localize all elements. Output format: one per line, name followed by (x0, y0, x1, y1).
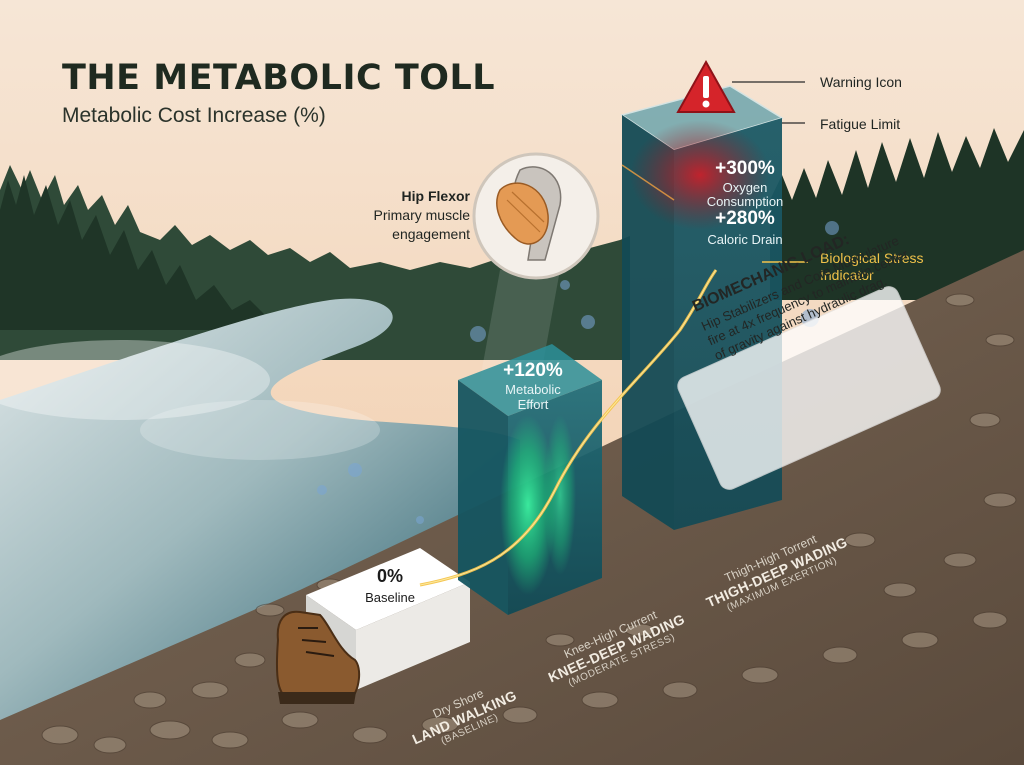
thigh-oxygen-label-b: Consumption (706, 194, 784, 209)
knee-bar-group (458, 344, 602, 615)
fatigue-limit-label: Fatigue Limit (820, 116, 901, 132)
warning-icon (676, 59, 736, 113)
near-forest-left (0, 175, 310, 330)
knee-bar-top (458, 344, 602, 416)
stress-indicator-label-2: Indicator (820, 267, 874, 283)
hip-flexor-title: Hip Flexor (401, 188, 470, 204)
mist (0, 340, 270, 420)
thigh-caloric-pct: +280% (715, 208, 775, 229)
baseline-pct: 0% (376, 566, 403, 586)
page-title: THE METABOLIC TOLL (62, 58, 496, 98)
hiking-boot (275, 610, 361, 704)
chart-subtitle: Metabolic Cost Increase (%) (62, 104, 326, 127)
fatigue-limit-line (621, 164, 675, 201)
stones (41, 293, 1017, 754)
knee-label-a: Metabolic (505, 382, 561, 397)
thigh-red-glow (630, 120, 770, 230)
thigh-oxygen-pct: +300% (715, 158, 775, 179)
hip-flexor-line1: Primary muscle (373, 207, 470, 223)
right-forest (770, 128, 1024, 300)
hip-flexor-muscle (496, 182, 549, 245)
biomechanic-panel (677, 286, 941, 490)
knee-label-b: Effort (517, 397, 549, 412)
thigh-caloric-label: Caloric Drain (707, 232, 783, 247)
warning-icon-label: Warning Icon (820, 74, 902, 90)
bokeh (317, 221, 839, 524)
baseline-label: Baseline (365, 590, 415, 605)
thigh-oxygen-label-a: Oxygen (722, 180, 768, 195)
knee-green-glow (500, 415, 556, 595)
knee-pct: +120% (503, 360, 563, 381)
river (0, 298, 520, 720)
hip-flexor-line2: engagement (392, 226, 470, 242)
knee-bar-left (458, 380, 508, 615)
stress-indicator-label-1: Biological Stress (820, 250, 924, 266)
